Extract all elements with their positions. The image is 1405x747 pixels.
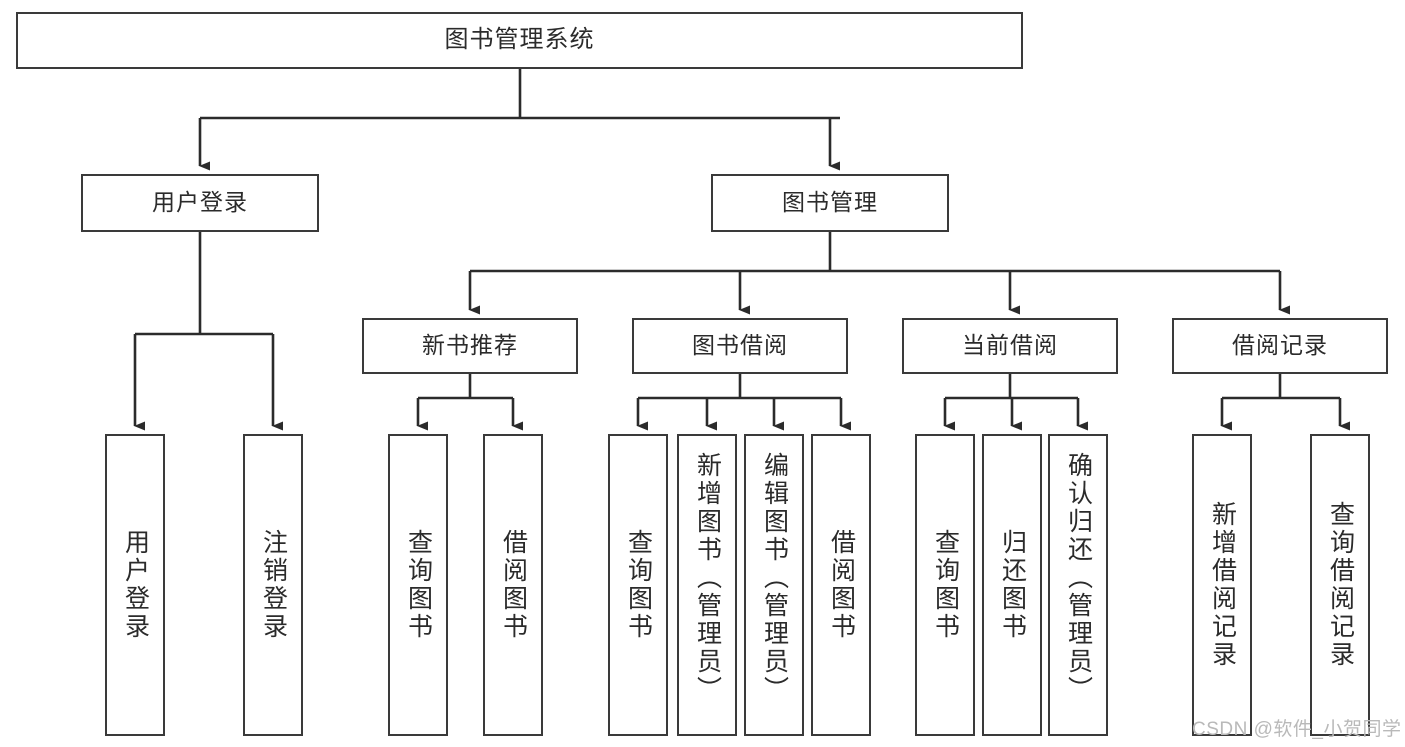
node-book-borrow-label: 图书借阅 [692,332,788,359]
node-leaf-borrow-books[interactable]: 借阅图书 [811,434,871,736]
node-borrow-record[interactable]: 借阅记录 [1172,318,1388,374]
node-leaf-query-books-current-label: 查询图书 [931,529,960,641]
node-leaf-logout-label: 注销登录 [259,529,288,641]
node-leaf-user-login-label: 用户登录 [121,529,150,641]
node-leaf-query-books-current[interactable]: 查询图书 [915,434,975,736]
node-book-management[interactable]: 图书管理 [711,174,949,232]
connector-group-book-management [468,232,1290,315]
node-root-label: 图书管理系统 [444,26,595,54]
node-borrow-record-label: 借阅记录 [1232,332,1328,359]
connector-group-root [198,69,840,171]
node-leaf-user-login[interactable]: 用户登录 [105,434,165,736]
node-leaf-borrow-books-label: 借阅图书 [827,529,856,641]
node-leaf-add-book-admin-label: 新增图书（管理员） [693,452,722,704]
node-leaf-edit-book-admin-label: 编辑图书（管理员） [760,452,789,704]
node-leaf-query-books-rec-label: 查询图书 [404,529,433,641]
node-leaf-confirm-return-label: 确认归还（管理员） [1064,452,1093,704]
node-leaf-logout[interactable]: 注销登录 [243,434,303,736]
connector-group-book-borrow [636,374,851,431]
node-book-borrow[interactable]: 图书借阅 [632,318,848,374]
node-leaf-confirm-return[interactable]: 确认归还（管理员） [1048,434,1108,736]
node-new-book-recommend[interactable]: 新书推荐 [362,318,578,374]
node-leaf-query-borrow-record-label: 查询借阅记录 [1326,501,1355,669]
node-leaf-borrow-books-rec[interactable]: 借阅图书 [483,434,543,736]
connector-group-current-borrow [943,374,1088,431]
node-current-borrow[interactable]: 当前借阅 [902,318,1118,374]
node-leaf-query-books-borrow[interactable]: 查询图书 [608,434,668,736]
node-leaf-borrow-books-rec-label: 借阅图书 [499,529,528,641]
node-leaf-return-books[interactable]: 归还图书 [982,434,1042,736]
connector-group-user-login [133,232,283,431]
node-leaf-query-borrow-record[interactable]: 查询借阅记录 [1310,434,1370,736]
node-new-book-recommend-label: 新书推荐 [422,332,518,359]
node-current-borrow-label: 当前借阅 [962,332,1058,359]
node-user-login[interactable]: 用户登录 [81,174,319,232]
node-leaf-edit-book-admin[interactable]: 编辑图书（管理员） [744,434,804,736]
node-leaf-add-book-admin[interactable]: 新增图书（管理员） [677,434,737,736]
node-book-management-label: 图书管理 [782,189,878,216]
watermark-text: CSDN @软件_小贺同学 [1192,719,1402,740]
node-leaf-return-books-label: 归还图书 [998,529,1027,641]
node-leaf-query-books-borrow-label: 查询图书 [624,529,653,641]
node-leaf-add-borrow-record[interactable]: 新增借阅记录 [1192,434,1252,736]
connector-group-borrow-record [1220,374,1350,431]
connector-group-new-book-recommend [416,374,523,431]
node-leaf-query-books-rec[interactable]: 查询图书 [388,434,448,736]
node-user-login-label: 用户登录 [152,189,248,216]
node-leaf-add-borrow-record-label: 新增借阅记录 [1208,501,1237,669]
node-root[interactable]: 图书管理系统 [16,12,1023,69]
